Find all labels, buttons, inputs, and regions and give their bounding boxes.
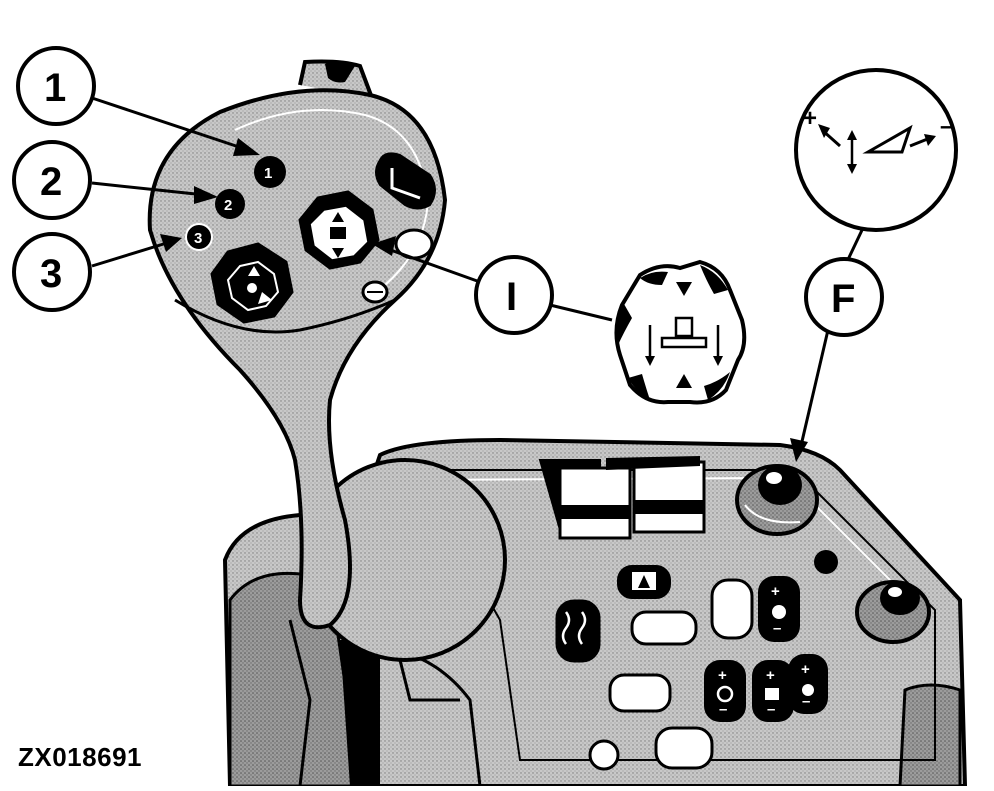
handle-button-1[interactable]: 1 (254, 156, 286, 188)
rocker-switch-pair[interactable] (538, 456, 706, 540)
panel-button-plus-minus-4[interactable]: + – (788, 654, 828, 714)
handle-button-2[interactable]: 2 (215, 189, 245, 219)
handle-button-3[interactable]: 3 (185, 223, 213, 251)
panel-button-top[interactable] (617, 565, 671, 599)
callout-2: 2 (12, 140, 92, 220)
figure-id: ZX018691 (18, 742, 142, 772)
svg-text:3: 3 (194, 230, 202, 247)
panel-buttons: + – + – + – + – (555, 565, 828, 771)
svg-text:+: + (718, 667, 727, 684)
panel-button-blank-1[interactable] (630, 610, 698, 646)
leader-arrowheads (160, 138, 808, 462)
detail-plus-sign: + (803, 105, 817, 132)
svg-text:2: 2 (224, 197, 232, 214)
panel-button-blank-3[interactable] (608, 673, 672, 713)
handle-small-button[interactable] (361, 228, 434, 304)
callout-i: I (474, 255, 554, 335)
svg-text:+: + (801, 661, 810, 678)
svg-text:I: I (506, 275, 517, 319)
svg-text:+: + (766, 667, 775, 684)
callout-f: F (804, 257, 884, 337)
svg-text:–: – (767, 701, 775, 718)
callout-3: 3 (12, 232, 92, 312)
handle-hitch-switch[interactable] (298, 190, 380, 270)
svg-text:1: 1 (44, 66, 66, 110)
svg-text:–: – (773, 620, 781, 637)
panel-button-plus-minus-1[interactable]: + – (758, 576, 800, 642)
svg-text:2: 2 (40, 160, 62, 204)
indicator-dot (814, 550, 838, 574)
panel-button-plus-minus-2[interactable]: + – (704, 660, 746, 722)
svg-text:–: – (719, 701, 727, 718)
detail-minus-sign: – (940, 113, 953, 140)
rotary-knob-right[interactable] (855, 580, 931, 644)
svg-text:1: 1 (264, 165, 272, 182)
panel-button-blank-4[interactable] (654, 726, 714, 770)
svg-text:–: – (802, 693, 810, 710)
handle-octagonal-switch-lower[interactable] (210, 242, 294, 324)
rotary-knob-f[interactable] (735, 464, 819, 536)
svg-text:3: 3 (40, 252, 62, 296)
svg-text:F: F (831, 277, 855, 321)
detail-circle-f: + – (794, 68, 958, 232)
handle-button-seat[interactable] (375, 152, 436, 210)
detail-hitch-switch (614, 259, 747, 405)
panel-button-left-tall[interactable] (555, 599, 601, 663)
panel-button-plus-minus-3[interactable]: + – (752, 660, 794, 722)
svg-text:+: + (771, 583, 780, 600)
panel-small-round-button[interactable] (588, 739, 620, 771)
panel-button-blank-2[interactable] (710, 578, 754, 640)
callout-1: 1 (16, 46, 96, 126)
